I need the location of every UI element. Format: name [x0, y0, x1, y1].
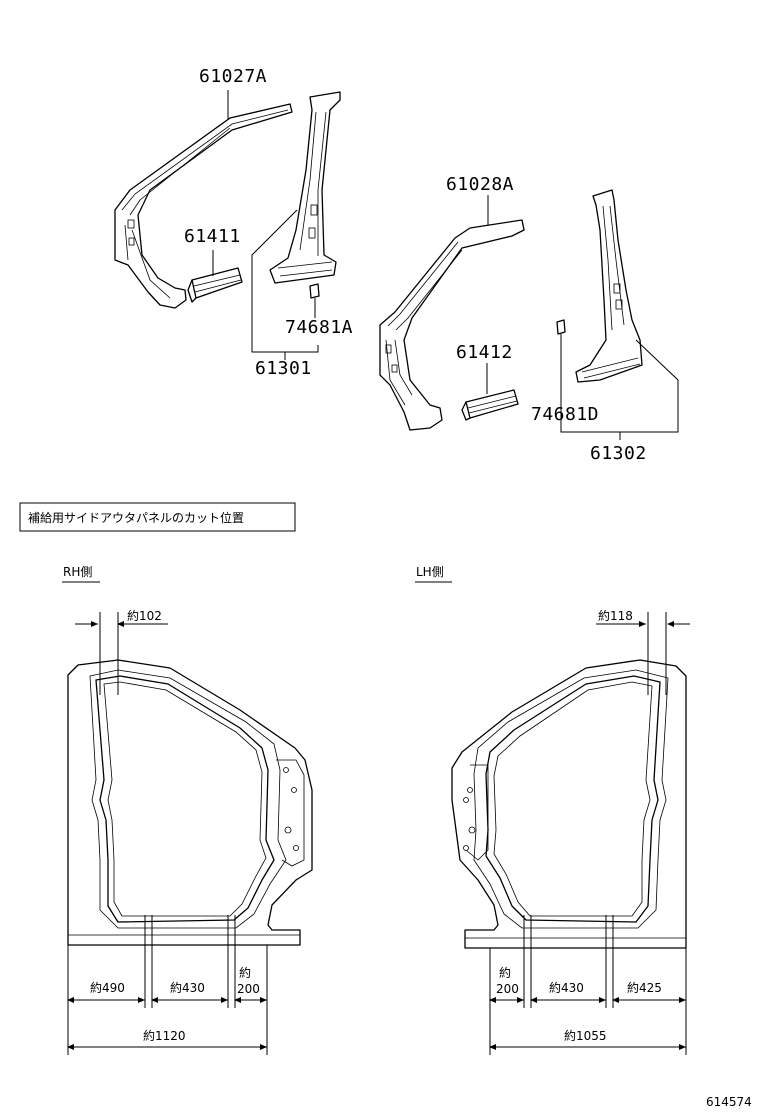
rh-side-label: RH側: [63, 565, 92, 579]
part-61412-drawing: [461, 389, 519, 421]
part-number-61411: 61411: [184, 226, 241, 247]
lh-cut-lines: [489, 915, 687, 1055]
lh-top-dimension: 約118: [596, 608, 690, 695]
section-title-box: 補給用サイドアウタパネルのカット位置: [19, 502, 296, 532]
rh-top-dim-label: 約102: [127, 608, 162, 623]
rh-dim-3b: 200: [237, 982, 260, 996]
lh-dim-1a: 約: [499, 965, 511, 980]
part-61301-pillar-drawing: [269, 91, 341, 284]
lh-dim-1b: 200: [496, 982, 519, 996]
rh-total-dim: 約1120: [143, 1028, 186, 1043]
section-title: 補給用サイドアウタパネルのカット位置: [28, 510, 244, 525]
part-number-74681D: 74681D: [531, 404, 599, 425]
part-74681A-drawing: [309, 283, 320, 299]
lh-total-dim: 約1055: [564, 1028, 607, 1043]
part-61027A-drawing: [114, 103, 293, 309]
lh-side-panel-drawing: [451, 659, 687, 949]
rh-top-dimension: 約102: [75, 608, 168, 695]
part-61028A-drawing: [379, 219, 525, 431]
rh-dim-3a: 約: [239, 965, 251, 980]
lh-bottom-dimensions: 約 200 約430 約425 約1055: [489, 965, 686, 1050]
lh-dim-3: 約425: [627, 980, 662, 995]
rh-dim-1: 約490: [90, 980, 125, 995]
leader-lines: [212, 90, 679, 440]
part-number-61302: 61302: [590, 443, 647, 464]
part-number-74681A: 74681A: [285, 317, 353, 338]
lh-side-label: LH側: [416, 565, 444, 579]
part-number-61412: 61412: [456, 342, 513, 363]
part-number-61027A: 61027A: [199, 66, 267, 87]
part-61302-pillar-drawing: [575, 189, 643, 383]
rh-dim-2: 約430: [170, 980, 205, 995]
rh-side-panel-drawing: [67, 659, 313, 946]
lh-dim-2: 約430: [549, 980, 584, 995]
part-number-61028A: 61028A: [446, 174, 514, 195]
part-74681D-drawing: [556, 319, 566, 335]
part-61411-drawing: [187, 267, 243, 303]
part-number-61301: 61301: [255, 358, 312, 379]
rh-bottom-dimensions: 約490 約430 約 200 約1120: [67, 965, 267, 1050]
lh-top-dim-label: 約118: [598, 608, 633, 623]
figure-number: 614574: [706, 1095, 752, 1109]
